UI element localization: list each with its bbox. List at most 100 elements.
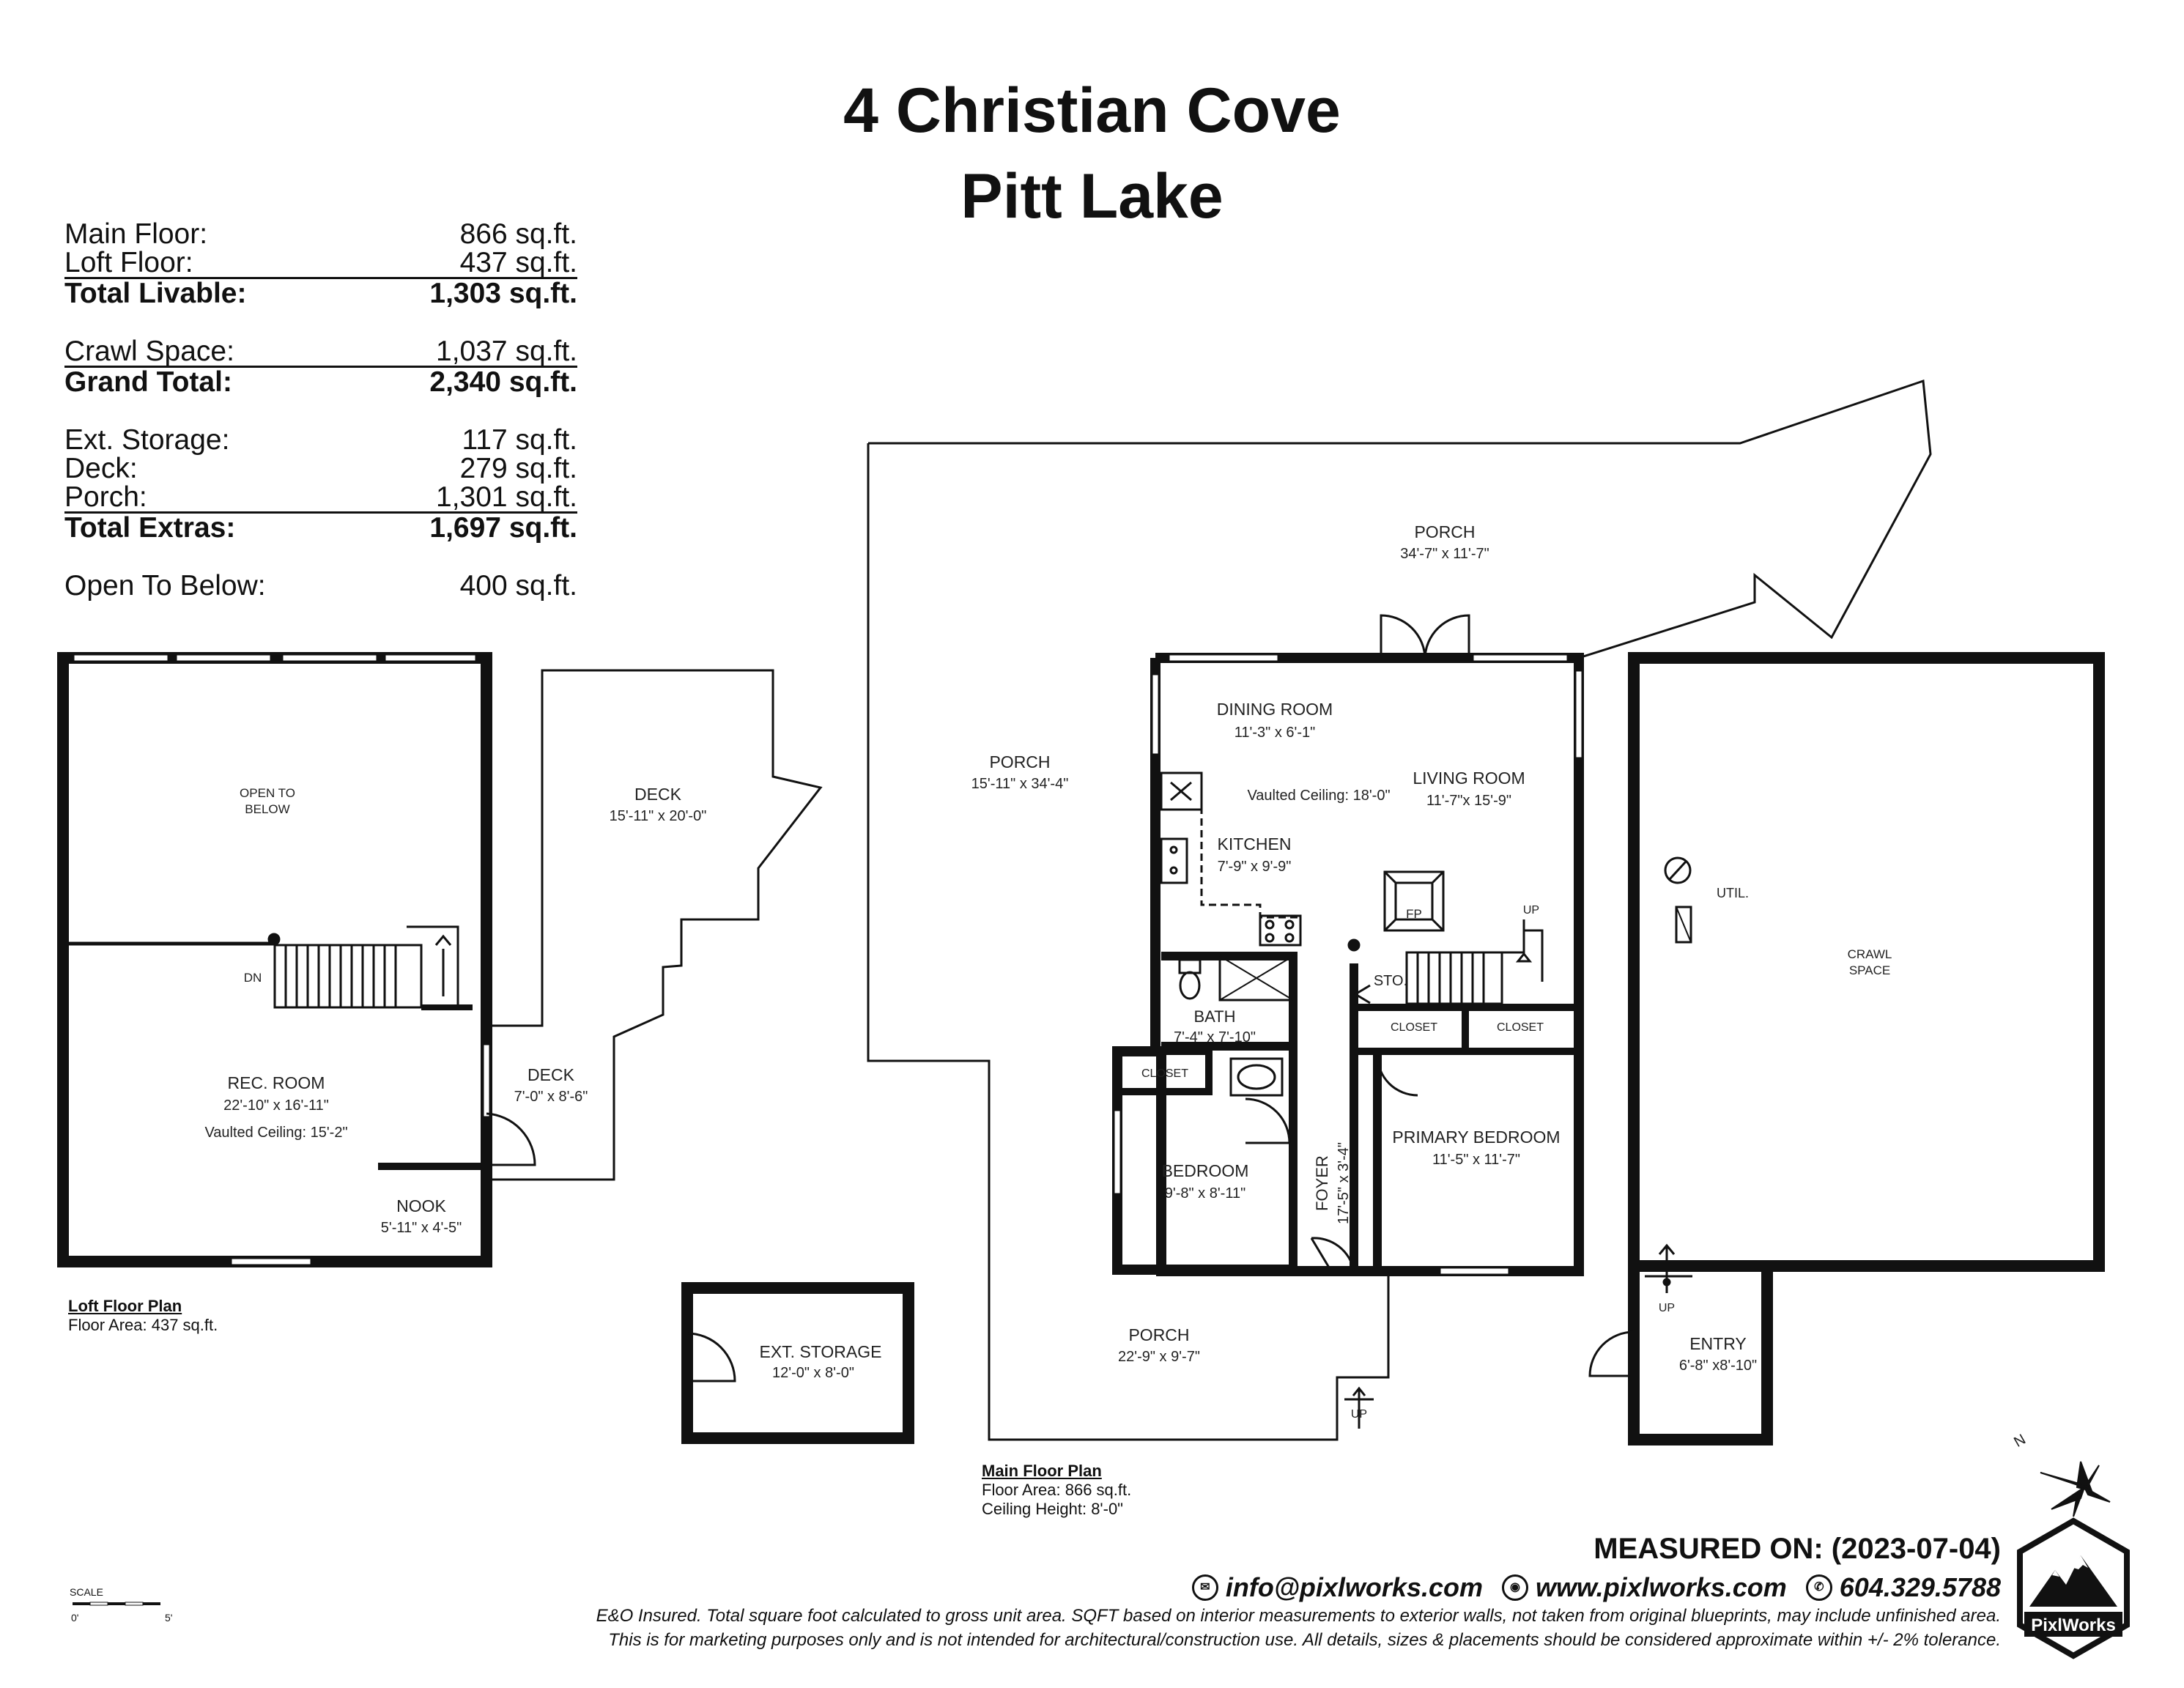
kitchen-counters bbox=[1160, 771, 1302, 947]
vaulted-ceiling-label: Vaulted Ceiling: 18'-0" bbox=[1247, 788, 1390, 804]
bedroom-dim: 9'-8" x 8'-11" bbox=[1165, 1185, 1245, 1202]
area-value: 1,697 sq.ft. bbox=[429, 512, 577, 544]
crawl-space-outline bbox=[1628, 652, 2105, 1272]
email-text: info@pixlworks.com bbox=[1225, 1572, 1484, 1602]
area-label: Main Floor: bbox=[64, 218, 208, 250]
area-row: Deck:279 sq.ft. bbox=[64, 454, 577, 483]
main-plan-ceiling: Ceiling Height: 8'-0" bbox=[982, 1500, 1123, 1518]
disclaimer-line-1: E&O Insured. Total square foot calculate… bbox=[596, 1606, 2001, 1626]
nook-label: NOOK bbox=[396, 1196, 446, 1215]
loft-newel-post bbox=[267, 933, 281, 946]
porch-outline-left bbox=[867, 443, 1390, 1441]
primary-bedroom-dim: 11'-5" x 11'-7" bbox=[1432, 1152, 1520, 1168]
area-row: Loft Floor:437 sq.ft. bbox=[64, 248, 577, 277]
bedroom-closet bbox=[1117, 1048, 1213, 1095]
area-total-row: Grand Total:2,340 sq.ft. bbox=[64, 366, 577, 396]
disclaimer-line-2: This is for marketing purposes only and … bbox=[608, 1630, 2001, 1650]
area-value: 117 sq.ft. bbox=[462, 424, 577, 456]
area-value: 437 sq.ft. bbox=[459, 247, 577, 278]
area-label: Ext. Storage: bbox=[64, 424, 230, 456]
web-text: www.pixlworks.com bbox=[1536, 1572, 1787, 1602]
deck-outline bbox=[486, 669, 823, 1181]
entry-outline bbox=[1628, 1266, 1773, 1445]
crawl-space-label: CRAWL bbox=[1848, 947, 1892, 961]
loft-plan-heading: Loft Floor Plan bbox=[68, 1297, 182, 1315]
utility-panel bbox=[1675, 906, 1692, 944]
porch-top-label: PORCH bbox=[1414, 522, 1475, 541]
ext-storage-label: EXT. STORAGE bbox=[759, 1342, 881, 1361]
area-summary-table: Main Floor: 866 sq.ft.Loft Floor:437 sq.f… bbox=[64, 220, 577, 600]
area-label: Total Livable: bbox=[64, 278, 247, 309]
area-label: Porch: bbox=[64, 481, 147, 513]
loft-windows bbox=[72, 653, 492, 1267]
scale-label: SCALE bbox=[70, 1586, 103, 1598]
area-label: Open To Below: bbox=[64, 570, 266, 601]
crawl-space-label-2: SPACE bbox=[1849, 963, 1890, 977]
nook-dim: 5'-11" x 4'-5" bbox=[381, 1220, 462, 1236]
main-plan-heading: Main Floor Plan bbox=[982, 1462, 1102, 1480]
email-icon: ✉ bbox=[1191, 1574, 1218, 1601]
area-row: Porch: 1,301 sq.ft. bbox=[64, 483, 577, 511]
main-windows bbox=[1112, 653, 1584, 1276]
storage-label: STO. bbox=[1374, 973, 1407, 989]
living-room-dim: 11'-7"x 15'-9" bbox=[1426, 793, 1511, 809]
area-row: Main Floor: 866 sq.ft. bbox=[64, 220, 577, 248]
phone-text: 604.329.5788 bbox=[1839, 1572, 2001, 1602]
loft-plan-area: Floor Area: 437 sq.ft. bbox=[68, 1316, 218, 1334]
phone-icon: ✆ bbox=[1805, 1574, 1832, 1601]
area-row: Open To Below:400 sq.ft. bbox=[64, 571, 577, 600]
loft-dn-label: DN bbox=[244, 971, 262, 985]
dining-room-label: DINING ROOM bbox=[1217, 700, 1333, 719]
porch-left-dim: 15'-11" x 34'-4" bbox=[971, 776, 1069, 792]
phone-contact[interactable]: ✆ 604.329.5788 bbox=[1805, 1572, 2001, 1603]
entry-door bbox=[1588, 1330, 1635, 1377]
entry-label: ENTRY bbox=[1689, 1334, 1747, 1353]
porch-bottom-label: PORCH bbox=[1128, 1325, 1189, 1344]
area-value: 1,303 sq.ft. bbox=[429, 278, 577, 309]
entry-dim: 6'-8" x8'-10" bbox=[1679, 1358, 1757, 1374]
area-value: 866 sq.ft. bbox=[459, 218, 577, 250]
scale-bar: SCALE 0' 5' bbox=[70, 1586, 172, 1624]
area-total-row: Total Livable: 1,303 sq.ft. bbox=[64, 277, 577, 308]
bath-room bbox=[1158, 952, 1298, 1097]
utility-label: UTIL. bbox=[1717, 886, 1749, 900]
area-label: Crawl Space: bbox=[64, 336, 234, 367]
area-value: 2,340 sq.ft. bbox=[429, 366, 577, 398]
main-plan-area: Floor Area: 866 sq.ft. bbox=[982, 1481, 1132, 1499]
area-row: Ext. Storage: 117 sq.ft. bbox=[64, 426, 577, 454]
closet-right-label: CLOSET bbox=[1497, 1021, 1544, 1034]
bath-label: BATH bbox=[1193, 1007, 1235, 1026]
main-stairs-up-label: UP bbox=[1523, 904, 1539, 917]
email-contact[interactable]: ✉ info@pixlworks.com bbox=[1191, 1572, 1484, 1603]
primary-door bbox=[1376, 1054, 1418, 1097]
rec-room-ceiling: Vaulted Ceiling: 15'-2" bbox=[204, 1125, 347, 1141]
closet-left-label: CLOSET bbox=[1391, 1021, 1437, 1034]
utility-heater bbox=[1664, 856, 1692, 884]
area-total-row: Total Extras:1,697 sq.ft. bbox=[64, 511, 577, 542]
loft-stairs bbox=[273, 925, 473, 1010]
deck-big-dim: 15'-11" x 20'-0" bbox=[610, 808, 707, 824]
dining-room-dim: 11'-3" x 6'-1" bbox=[1234, 725, 1315, 741]
title-line-1: 4 Christian Cove bbox=[843, 75, 1341, 146]
bedroom-label: BEDROOM bbox=[1162, 1161, 1249, 1180]
north-label: N bbox=[2011, 1432, 2029, 1451]
loft-plan-note: Loft Floor Plan Floor Area: 437 sq.ft. bbox=[68, 1297, 218, 1335]
area-value: 1,301 sq.ft. bbox=[436, 481, 577, 513]
web-contact[interactable]: ◉ www.pixlworks.com bbox=[1502, 1572, 1787, 1603]
contact-bar: ✉ info@pixlworks.com ◉ www.pixlworks.com ✆… bbox=[1191, 1572, 2001, 1603]
loft-door bbox=[486, 1112, 536, 1166]
primary-bedroom-label: PRIMARY BEDROOM bbox=[1392, 1128, 1560, 1147]
deck-small-dim: 7'-0" x 8'-6" bbox=[514, 1089, 588, 1105]
logo-text: PixlWorks bbox=[2031, 1615, 2116, 1635]
foyer-label: FOYER bbox=[1313, 1155, 1331, 1211]
main-stairs bbox=[1353, 919, 1544, 1005]
globe-icon: ◉ bbox=[1502, 1574, 1529, 1601]
porch-top-dim: 34'-7" x 11'-7" bbox=[1400, 546, 1489, 562]
entry-up-label: UP bbox=[1659, 1302, 1675, 1314]
entry-stair bbox=[1645, 1243, 1692, 1293]
fireplace-label: FP bbox=[1406, 907, 1422, 921]
measured-on-date: MEASURED ON: (2023-07-04) bbox=[1593, 1533, 2001, 1565]
open-to-below-label: OPEN TO bbox=[240, 786, 295, 800]
bedroom-door bbox=[1245, 1097, 1291, 1144]
